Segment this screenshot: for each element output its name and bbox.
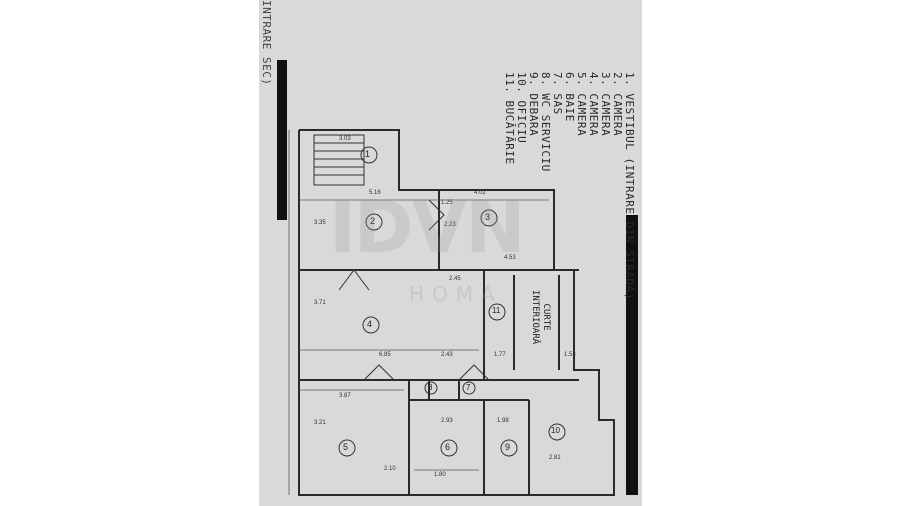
room-number-4: 4 bbox=[367, 319, 373, 329]
dim-label: 2.81 bbox=[549, 455, 561, 461]
room-number-2: 2 bbox=[370, 216, 376, 226]
dim-label: 2.45 bbox=[449, 276, 461, 282]
dim-label: 2.10 bbox=[384, 466, 396, 472]
side-fragment-text: INTRARE SEC) bbox=[260, 0, 273, 86]
dim-label: 3.35 bbox=[314, 220, 326, 226]
dim-label: 5.16 bbox=[369, 190, 381, 196]
room-number-6: 6 bbox=[445, 442, 451, 452]
dim-label: 2.43 bbox=[441, 352, 453, 358]
courtyard-line-2: INTERIOARĂ bbox=[530, 290, 540, 345]
dim-label: 2.93 bbox=[441, 418, 453, 424]
dim-label: 4.02 bbox=[474, 190, 486, 196]
watermark-logo: IDVN bbox=[329, 185, 526, 269]
stairs bbox=[313, 134, 365, 186]
room-number-1: 1 bbox=[365, 149, 371, 159]
scan-edge-right bbox=[626, 215, 638, 495]
dim-label: 1.77 bbox=[494, 352, 506, 358]
room-number-8: 8 bbox=[428, 383, 433, 392]
dim-label: 1.25 bbox=[441, 200, 453, 206]
dim-label: 2.23 bbox=[444, 222, 456, 228]
dim-label: 6.85 bbox=[379, 352, 391, 358]
room-number-9: 9 bbox=[505, 442, 511, 452]
dim-label: 3.87 bbox=[339, 393, 351, 399]
dim-label: 3.21 bbox=[314, 420, 326, 426]
dimension-lines bbox=[288, 130, 549, 495]
floor-plan-drawing bbox=[277, 60, 638, 496]
room-number-10: 10 bbox=[551, 426, 560, 435]
scan-edge-left bbox=[277, 60, 287, 220]
dim-label: 3.71 bbox=[314, 300, 326, 306]
room-markers bbox=[338, 146, 566, 457]
courtyard-label: CURTE INTERIOARĂ bbox=[529, 290, 551, 344]
outer-walls bbox=[298, 129, 615, 496]
room-number-5: 5 bbox=[343, 442, 349, 452]
courtyard-line-1: CURTE bbox=[541, 303, 551, 331]
plan-sheet: 1 2 3 4 5 6 7 8 9 10 11 3.03 5.16 4.02 1… bbox=[259, 0, 642, 506]
room-number-7: 7 bbox=[466, 383, 471, 392]
dim-label: 1.98 bbox=[497, 418, 509, 424]
room-number-3: 3 bbox=[485, 212, 491, 222]
door-swings bbox=[338, 199, 490, 381]
dim-label: 4.53 bbox=[504, 255, 516, 261]
room-number-11: 11 bbox=[492, 306, 501, 315]
dim-label: 3.03 bbox=[339, 136, 351, 142]
dim-label: 1.53 bbox=[564, 352, 576, 358]
dim-label: 1.80 bbox=[434, 472, 446, 478]
watermark-subtext: HOMA bbox=[409, 282, 503, 306]
